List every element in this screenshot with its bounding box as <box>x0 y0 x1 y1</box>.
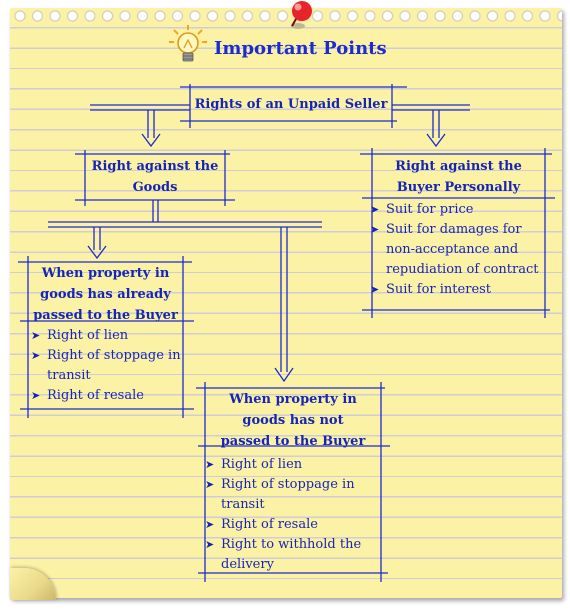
list-item: delivery <box>221 557 274 572</box>
list-item: repudiation of contract <box>386 262 539 277</box>
list-item: ➤Right of resale <box>31 386 183 406</box>
list-item: transit <box>221 497 265 512</box>
arrowhead-bullet-icon: ➤ <box>370 223 380 236</box>
passed-label-line2: goods has already <box>40 287 171 302</box>
passed-node: When property in goods has already passe… <box>28 263 183 406</box>
note-paper <box>10 8 562 598</box>
goods-label-line1: Right against the <box>91 159 219 174</box>
not-passed-label-line3: passed to the Buyer <box>220 434 366 449</box>
not-passed-node: When property in goods has not passed to… <box>205 389 381 575</box>
list-item: ➤Suit for damages for <box>370 220 545 240</box>
light-bulb-icon <box>169 25 207 62</box>
list-item: ➤Suit for price <box>370 200 545 220</box>
buyer-node: Right against the Buyer Personally ➤Suit… <box>370 156 545 300</box>
list-item: transit <box>47 368 91 383</box>
not-passed-label-line1: When property in <box>229 392 357 407</box>
push-pin-icon <box>291 1 312 29</box>
spiral-binding <box>14 10 562 24</box>
list-item: ➤Right of lien <box>205 455 381 475</box>
not-passed-label-line2: goods has not <box>242 413 344 428</box>
root-node: Rights of an Unpaid Seller <box>190 94 392 115</box>
list-item: ➤Suit for interest <box>370 280 545 300</box>
list-item: ➤Right of lien <box>31 326 183 346</box>
list-item: non-acceptance and <box>386 242 519 257</box>
passed-label-line3: passed to the Buyer <box>33 308 178 323</box>
arrowhead-bullet-icon: ➤ <box>31 349 41 362</box>
goods-label-line2: Goods <box>132 180 178 195</box>
list-item: ➤Right of stoppage in <box>31 346 183 366</box>
arrowhead-bullet-icon: ➤ <box>31 389 41 402</box>
list-item: ➤Right to withhold the <box>205 535 381 555</box>
root-label: Rights of an Unpaid Seller <box>194 97 388 112</box>
passed-label-line1: When property in <box>41 266 170 281</box>
buyer-label-line1: Right against the <box>395 159 522 174</box>
list-item: ➤Right of resale <box>205 515 381 535</box>
arrowhead-bullet-icon: ➤ <box>370 203 380 216</box>
goods-node: Right against the Goods <box>85 156 225 198</box>
arrowhead-bullet-icon: ➤ <box>370 283 380 296</box>
arrowhead-bullet-icon: ➤ <box>205 458 215 471</box>
arrowhead-bullet-icon: ➤ <box>205 478 215 491</box>
buyer-label-line2: Buyer Personally <box>396 180 521 195</box>
list-item: ➤Right of stoppage in <box>205 475 381 495</box>
arrowhead-bullet-icon: ➤ <box>205 538 215 551</box>
arrowhead-bullet-icon: ➤ <box>205 518 215 531</box>
page-title: Important Points <box>214 38 387 59</box>
arrowhead-bullet-icon: ➤ <box>31 329 41 342</box>
